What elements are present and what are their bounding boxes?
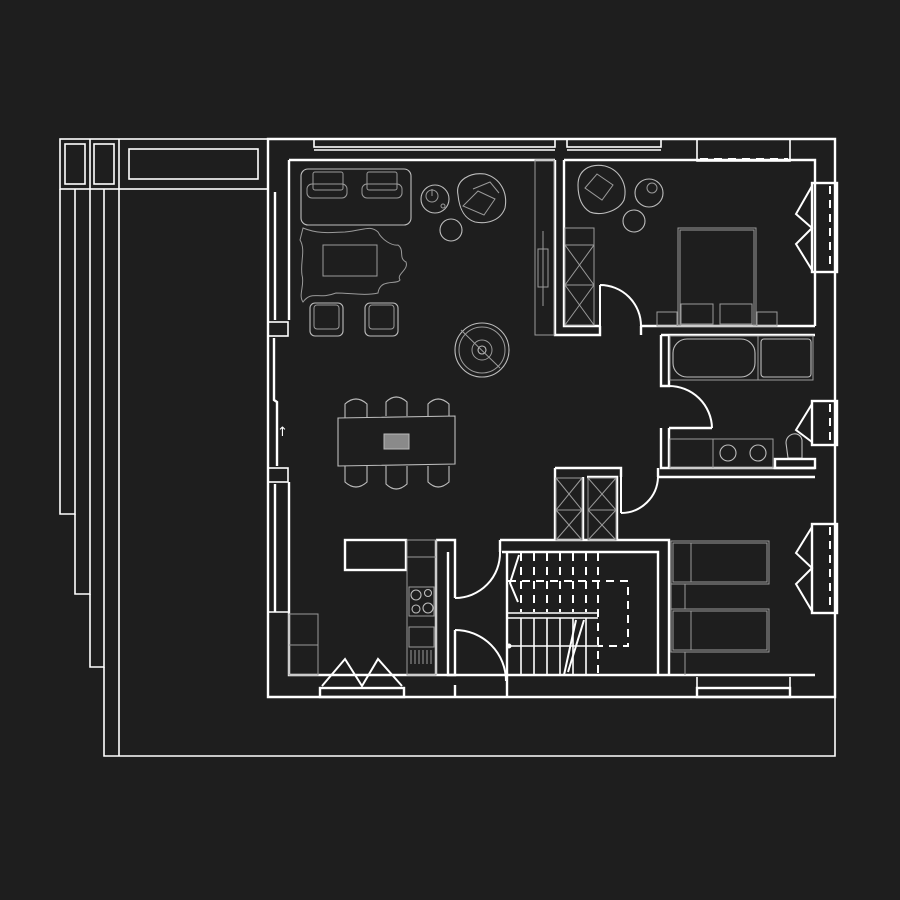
wardrobe [564,227,595,326]
vanity [669,438,774,469]
hob [408,586,435,617]
cowhide-rug [299,227,407,303]
master-bedroom-furniture [564,164,778,327]
shower-tray [757,335,814,381]
planter-long [128,148,259,180]
side-table-lamp [420,184,450,214]
bathtub [669,335,759,381]
bedroom-2-furniture [670,540,770,675]
door-bathroom [668,385,713,429]
bedroom-side-table [634,178,664,208]
single-bed-1 [670,540,770,585]
dining-table [337,415,456,467]
armchair-2 [364,302,399,337]
armchair-1 [309,302,344,337]
double-bed [677,227,757,327]
planter-1 [64,143,86,185]
kitchen-furniture [288,538,437,676]
planter-2 [93,143,115,185]
dining-chairs [344,396,450,490]
door-entry [454,629,507,682]
round-side-table [439,218,463,242]
terrace-top-band [59,138,269,190]
coffee-table [322,244,378,277]
staircase [506,553,658,676]
door-bedroom-2 [620,476,659,514]
living-room-furniture [299,159,555,490]
tv-console [534,159,555,336]
kitchen-island [343,538,408,572]
interior-walls [434,160,815,697]
windows-right [794,181,839,615]
doors [454,284,713,682]
sink [408,626,435,648]
round-rug [454,322,510,378]
windows-bottom [318,657,792,699]
kitchen-counter [406,556,437,676]
windows-top [313,138,791,162]
lounge-chair [457,173,507,224]
door-stair [454,551,502,599]
hall-wardrobes [555,477,617,541]
bedroom-armchair [577,164,626,215]
centerpiece [383,433,410,450]
bathroom-furniture [669,335,817,470]
entry-arrow-icon: ↑ [277,425,288,440]
terrace [59,138,836,757]
toilet [785,433,803,459]
door-bedroom-1 [599,284,642,327]
single-bed-2 [670,608,770,653]
sofa [300,168,412,226]
